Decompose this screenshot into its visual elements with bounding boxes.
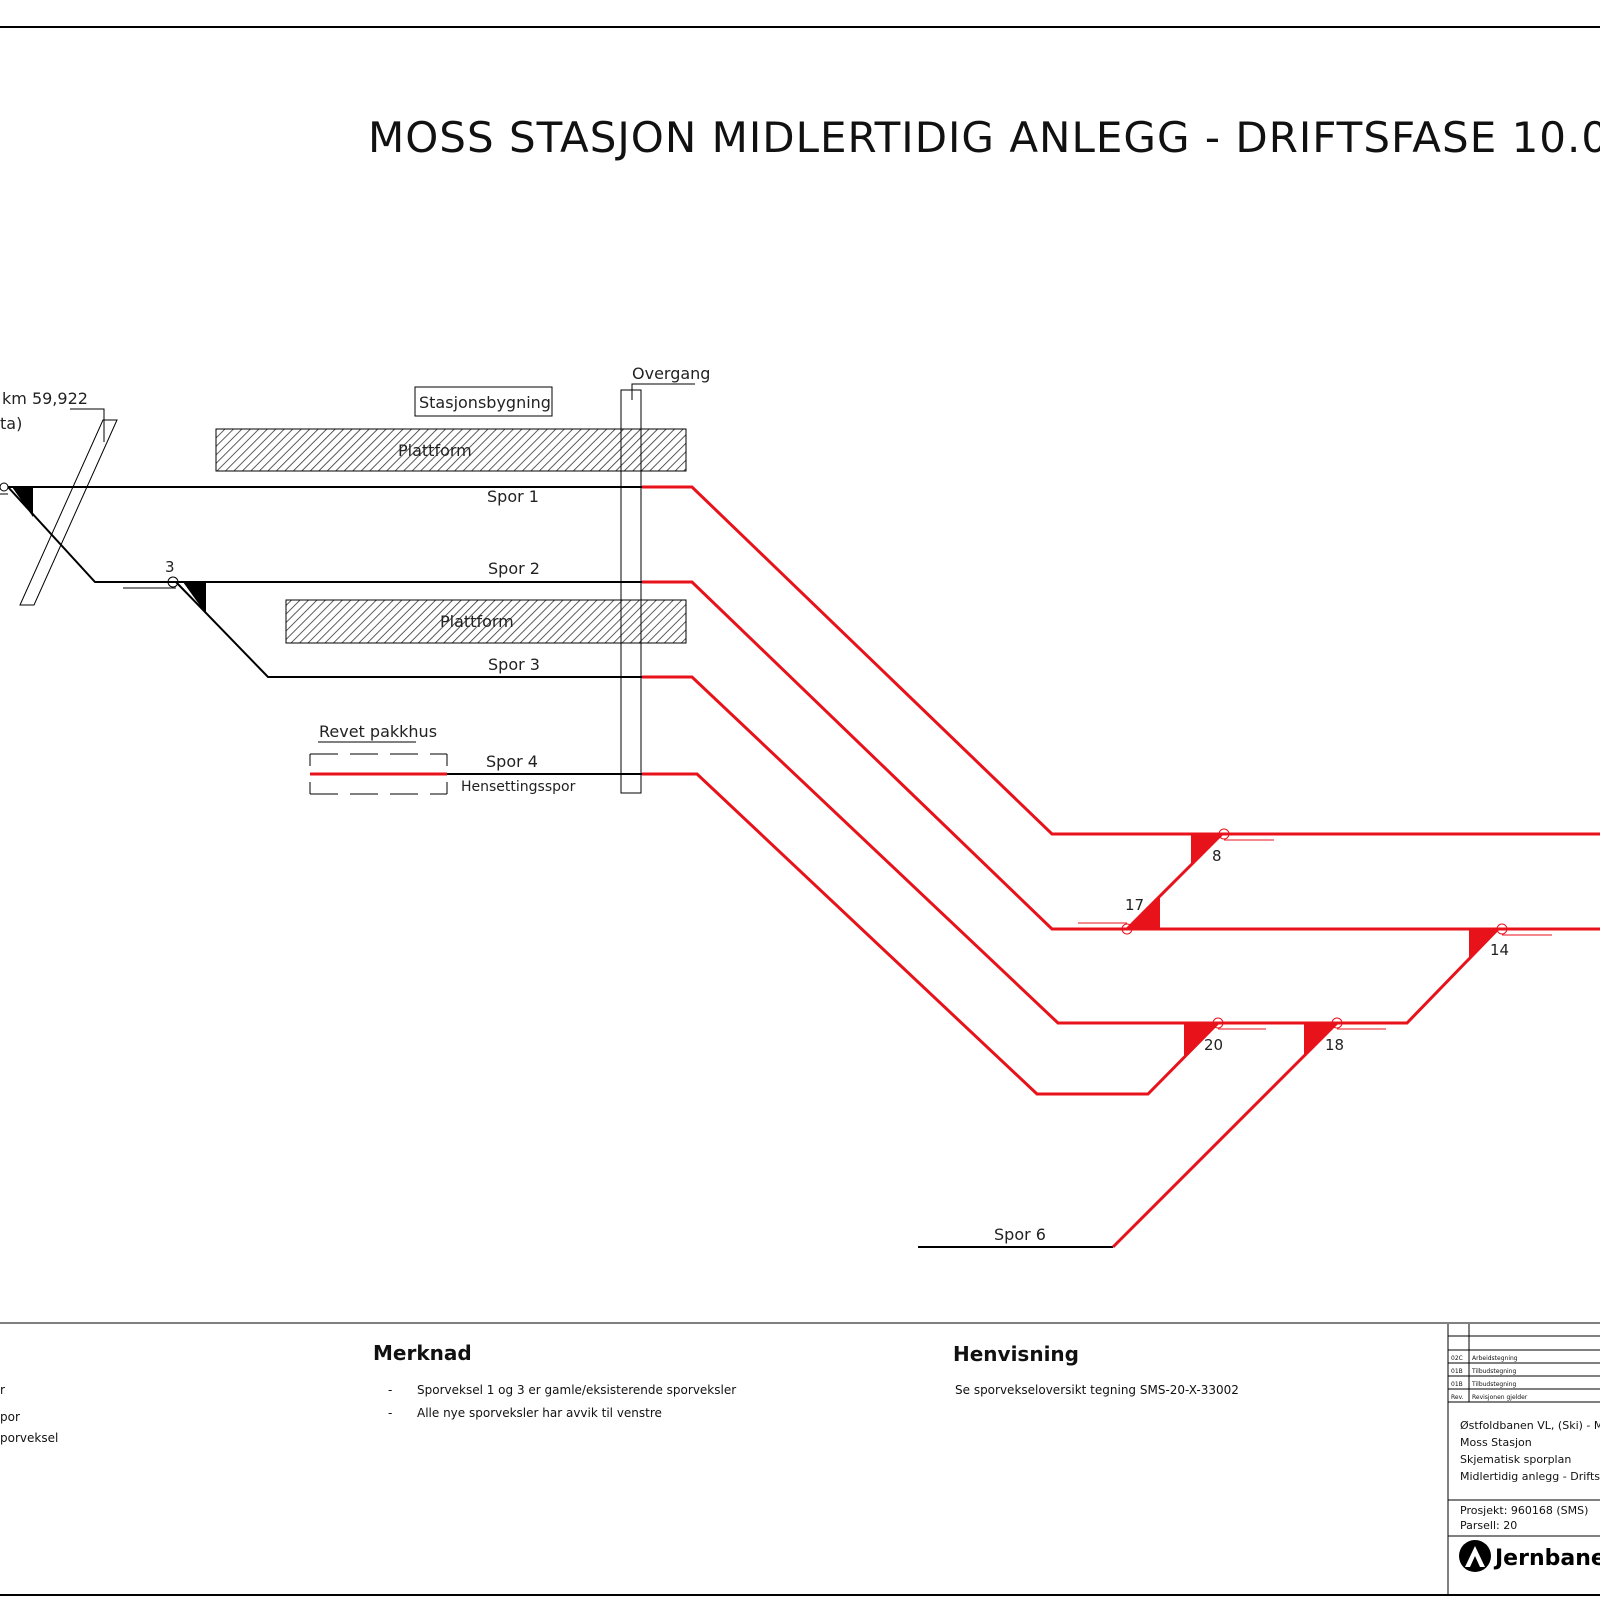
rev-code-2: 01B	[1451, 1368, 1463, 1375]
track-label-spor-4: Spor 4	[486, 752, 538, 771]
henvisning-text: Se sporvekseloversikt tegning SMS-20-X-3…	[955, 1383, 1239, 1397]
merknad-item-2: Alle nye sporveksler har avvik til venst…	[417, 1406, 662, 1420]
track-label-spor-1: Spor 1	[487, 487, 539, 506]
platform-2: Plattform	[285, 599, 687, 644]
overgang-bridge: Overgang	[620, 364, 710, 794]
track-spor-6-new	[1111, 1021, 1339, 1249]
rev-text-1: Arbeidstegning	[1472, 1355, 1518, 1362]
switch-17-label: 17	[1125, 896, 1144, 914]
new-switch-markers: 8 17 14 20 18	[1078, 828, 1552, 1057]
henvisning-section: Henvisning Se sporvekseloversikt tegning…	[953, 1342, 1239, 1397]
track-label-spor-3: Spor 3	[488, 655, 540, 674]
legend-item-3: porveksel	[0, 1431, 58, 1445]
switch-8-label: 8	[1212, 847, 1222, 865]
merknad-item-1: Sporveksel 1 og 3 er gamle/eksisterende …	[417, 1383, 736, 1397]
track-labels: Spor 1 Spor 2 Spor 3 Spor 4 Hensettingss…	[461, 487, 1046, 1244]
rev-text-4: Revisjonen gjelder	[1472, 1394, 1528, 1401]
track-spor-1-new	[642, 485, 1600, 836]
svg-text:-: -	[388, 1383, 392, 1397]
switch-18-label: 18	[1325, 1036, 1344, 1054]
rev-code-1: 02C	[1451, 1355, 1463, 1362]
rev-text-2: Tilbudstegning	[1471, 1368, 1516, 1375]
switch-14-marker	[1469, 929, 1500, 961]
platform-1-label: Plattform	[398, 441, 472, 460]
track-label-spor-2: Spor 2	[488, 559, 540, 578]
platform-2-label: Plattform	[440, 612, 514, 631]
km-sub-label: ta)	[0, 414, 22, 433]
parsell-number: Parsell: 20	[1460, 1519, 1517, 1532]
track-spor-2-new	[642, 580, 1600, 931]
title-block-line-1: Østfoldbanen VL, (Ski) - Moss	[1460, 1419, 1600, 1432]
merknad-section: Merknad - Sporveksel 1 og 3 er gamle/eks…	[373, 1341, 736, 1420]
revet-pakkhus: Revet pakkhus	[309, 722, 448, 795]
project-number: Prosjekt: 960168 (SMS)	[1460, 1504, 1588, 1517]
switch-3-label: 3	[165, 558, 175, 576]
track-spor-3-existing	[175, 581, 642, 678]
legend-item-1: r	[0, 1383, 5, 1397]
overgang-label: Overgang	[632, 364, 710, 383]
station-building-label: Stasjonsbygning	[419, 393, 551, 412]
track-spor-2-existing	[7, 486, 642, 583]
km-marker: km 59,922 ta)	[0, 389, 118, 606]
revet-pakkhus-label: Revet pakkhus	[319, 722, 437, 741]
hensettingsspor-label: Hensettingsspor	[461, 779, 576, 795]
legend-item-2: por	[0, 1410, 20, 1424]
switch-3-marker	[183, 582, 206, 614]
switch-14-label: 14	[1490, 941, 1509, 959]
switch-18-marker	[1304, 1023, 1337, 1056]
drawing-frame	[0, 26, 1600, 1596]
logo-text: Jernbanev	[1493, 1546, 1600, 1571]
switch-20-label: 20	[1204, 1036, 1223, 1054]
switch-20-marker	[1184, 1023, 1218, 1057]
title-block: 02C Arbeidstegning 01B Tilbudstegning 01…	[1447, 1324, 1600, 1595]
switch-1-marker	[12, 487, 33, 517]
switch-8-marker	[1191, 834, 1222, 866]
title-block-line-2: Moss Stasjon	[1460, 1436, 1532, 1449]
merknad-title: Merknad	[373, 1341, 472, 1365]
station-building: Stasjonsbygning	[414, 386, 553, 417]
existing-tracks	[0, 486, 1113, 1248]
legend-section: r por porveksel	[0, 1383, 58, 1445]
track-spor-3-new	[642, 675, 1500, 1025]
track-spor-4-new	[642, 772, 1220, 1096]
km-label: km 59,922	[2, 389, 88, 408]
track-label-spor-6: Spor 6	[994, 1225, 1046, 1244]
rev-code-4: Rev.	[1451, 1394, 1464, 1401]
rev-code-3: 01B	[1451, 1381, 1463, 1388]
drawing-title: MOSS STASJON MIDLERTIDIG ANLEGG - DRIFTS…	[368, 113, 1600, 162]
jernbaneverket-logo-icon	[1459, 1540, 1491, 1572]
switch-17-marker	[1127, 896, 1160, 929]
svg-text:-: -	[388, 1406, 392, 1420]
platform-1: Plattform	[215, 428, 687, 472]
rev-text-3: Tilbudstegning	[1471, 1381, 1516, 1388]
title-block-line-4: Midlertidig anlegg - Driftsfase 1	[1460, 1470, 1600, 1483]
henvisning-title: Henvisning	[953, 1342, 1079, 1366]
existing-switch-markers: 3	[0, 482, 206, 614]
title-block-line-3: Skjematisk sporplan	[1460, 1453, 1571, 1466]
